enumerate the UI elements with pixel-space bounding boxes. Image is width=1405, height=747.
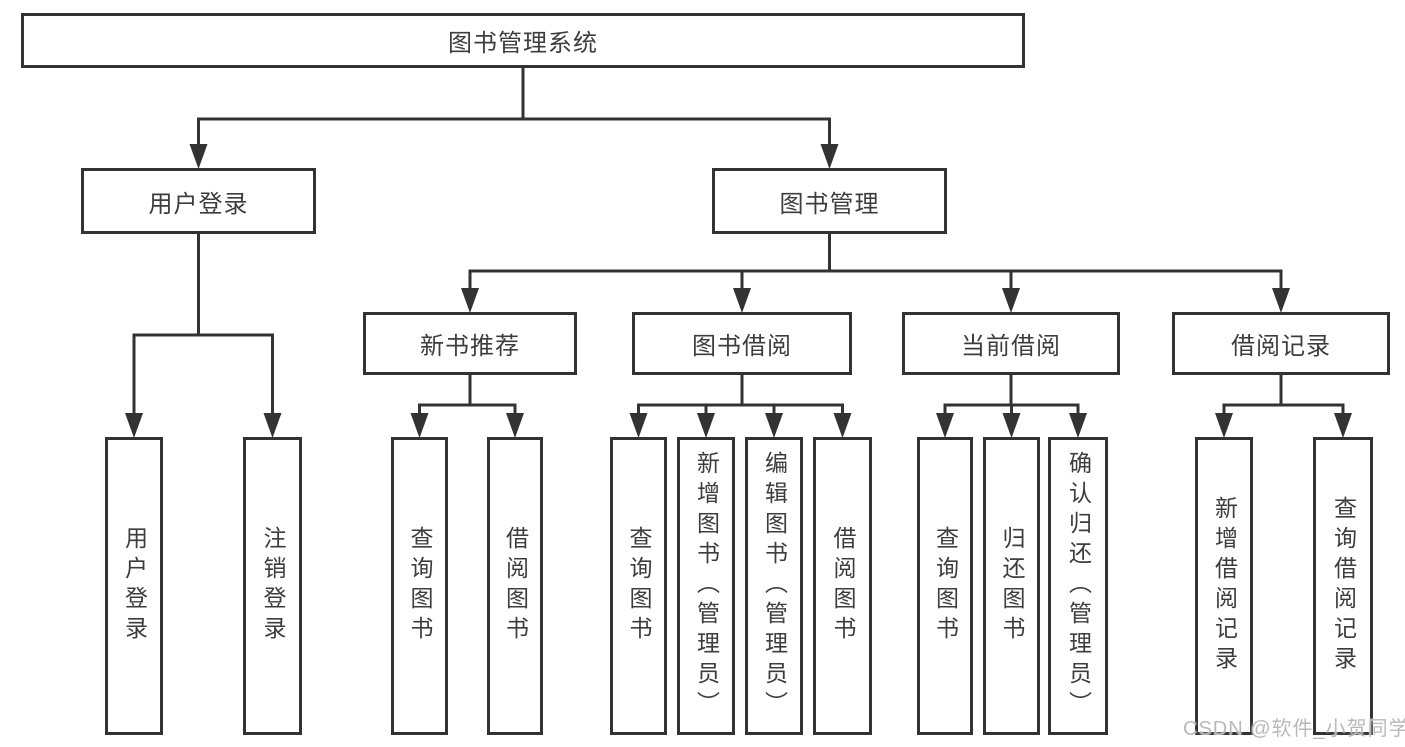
leaf-label: 注销登录: [260, 526, 286, 646]
csdn-watermark: CSDN @软件_小贺同学: [1183, 718, 1405, 740]
leaf-label: 归还图书: [999, 526, 1025, 646]
leaf-query-books-current: 查询图书: [917, 437, 973, 735]
leaf-user-login: 用户登录: [105, 437, 163, 735]
node-label: 图书管理: [779, 190, 880, 218]
leaf-label: 用户登录: [121, 526, 148, 646]
leaf-label: 查询图书: [626, 526, 652, 646]
leaf-borrow-books-recommend: 借阅图书: [487, 437, 543, 735]
leaf-label: 查询图书: [932, 526, 959, 646]
node-library-system: 图书管理系统: [21, 13, 1025, 68]
leaf-label: 查询图书: [407, 526, 433, 646]
leaf-label: 查询借阅记录: [1330, 496, 1357, 676]
leaf-label: 确认归还（管理员）: [1065, 451, 1092, 721]
node-label: 借阅记录: [1231, 333, 1331, 360]
node-new-book-recommend: 新书推荐: [363, 312, 577, 375]
leaf-add-book-admin: 新增图书（管理员）: [677, 437, 735, 735]
node-label: 图书管理系统: [448, 30, 598, 57]
node-book-borrow: 图书借阅: [632, 312, 852, 375]
node-borrow-record: 借阅记录: [1172, 312, 1390, 375]
leaf-label: 编辑图书（管理员）: [761, 451, 788, 721]
leaf-query-books-borrow: 查询图书: [610, 437, 667, 735]
leaf-label: 新增图书（管理员）: [693, 451, 720, 721]
node-label: 新书推荐: [420, 333, 520, 360]
node-user-login: 用户登录: [81, 168, 316, 234]
leaf-add-borrow-record: 新增借阅记录: [1195, 437, 1253, 735]
node-label: 当前借阅: [961, 333, 1061, 360]
leaf-query-books-recommend: 查询图书: [391, 437, 448, 735]
node-label: 用户登录: [148, 190, 249, 218]
node-book-management: 图书管理: [712, 168, 947, 234]
leaf-query-borrow-record: 查询借阅记录: [1313, 437, 1373, 735]
leaf-return-book: 归还图书: [983, 437, 1040, 735]
node-current-borrow: 当前借阅: [902, 312, 1120, 375]
leaf-edit-book-admin: 编辑图书（管理员）: [745, 437, 803, 735]
leaf-label: 借阅图书: [502, 526, 529, 646]
node-label: 图书借阅: [692, 333, 792, 360]
leaf-label: 借阅图书: [830, 526, 856, 646]
leaf-label: 新增借阅记录: [1211, 496, 1238, 676]
leaf-logout: 注销登录: [243, 437, 302, 735]
leaf-borrow-books: 借阅图书: [813, 437, 872, 735]
leaf-confirm-return-admin: 确认归还（管理员）: [1048, 437, 1108, 735]
